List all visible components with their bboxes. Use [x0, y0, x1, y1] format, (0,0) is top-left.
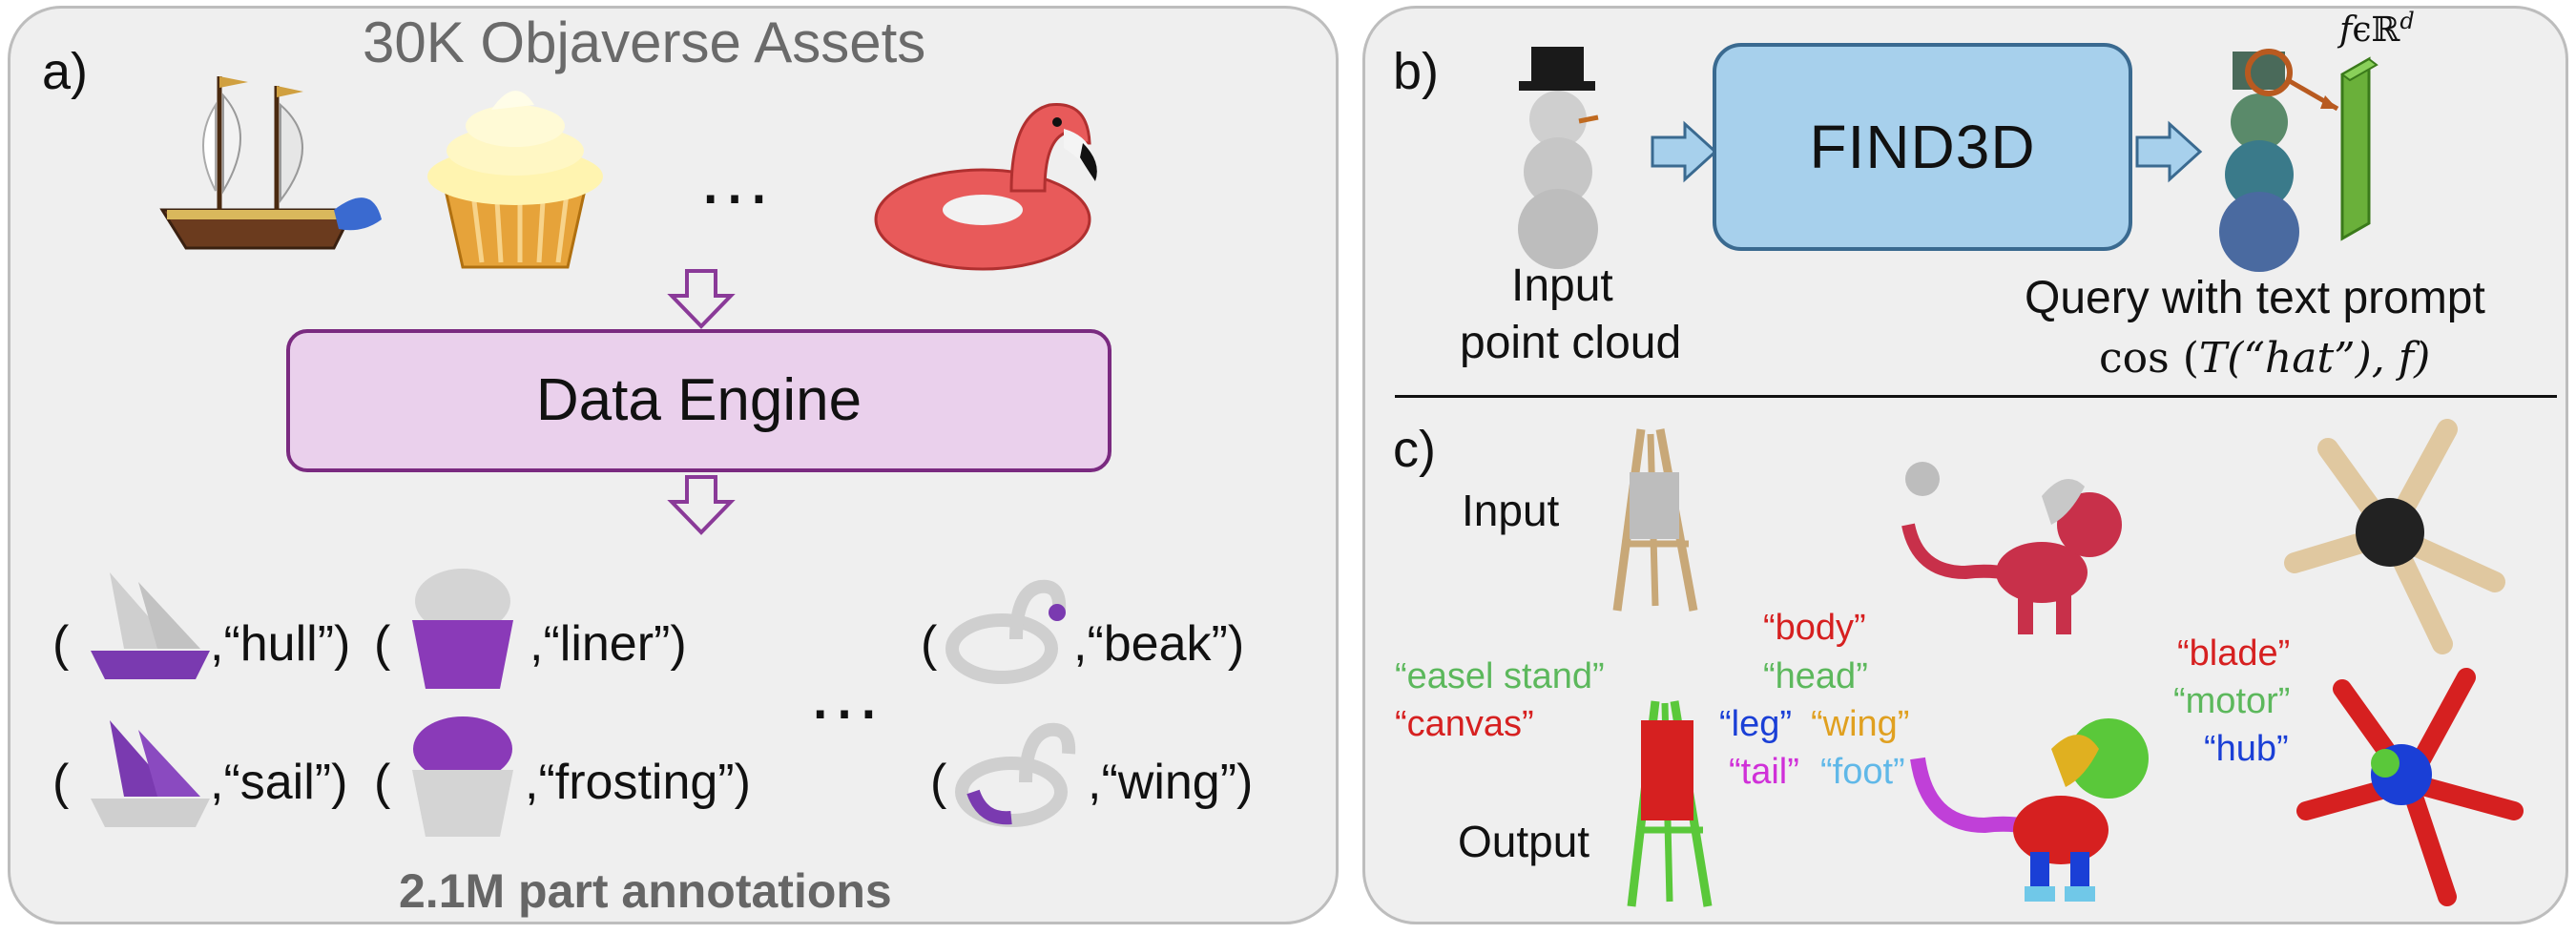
pair-text-wing: ,“wing”)	[1088, 755, 1254, 810]
arrow-down-to-engine	[667, 269, 736, 329]
creature-label-wing: “wing”	[1811, 704, 1910, 744]
panel-b-label: b)	[1393, 43, 1440, 100]
pair-text-sail: ,“sail”)	[210, 755, 348, 810]
row-label-output: Output	[1458, 817, 1590, 866]
part-annotations-footer: 2.1M part annotations	[399, 864, 892, 918]
query-caption: Query with text prompt	[2025, 273, 2485, 323]
feature-dim: d	[2399, 8, 2415, 34]
cupcake-pointcloud-frosting	[412, 716, 513, 837]
pair-text-liner: ,“liner”)	[530, 616, 687, 672]
pair-open-6: (	[930, 755, 947, 810]
formula-cos: cos	[2099, 334, 2170, 383]
pairs-ellipsis: …	[806, 650, 883, 735]
creature-label-head: “head”	[1763, 656, 1868, 696]
pair-text-beak: ,“beak”)	[1073, 616, 1245, 672]
pair-text-hull: ,“hull”)	[210, 616, 351, 672]
fan-label-blade: “blade”	[2177, 633, 2291, 674]
pair-text-frosting: ,“frosting”)	[525, 755, 751, 810]
feature-in-reals: ϵℝ	[2352, 10, 2400, 50]
fan-label-motor: “motor”	[2173, 681, 2291, 721]
flamingo-pointcloud-beak	[945, 579, 1067, 684]
pair-open-5: (	[374, 755, 391, 810]
arrow-from-find3d	[2135, 120, 2203, 183]
feature-vector-bar	[2340, 56, 2379, 241]
feature-f: f	[2339, 10, 2353, 50]
snowman-input-pointcloud	[1518, 47, 1599, 269]
input-caption-line-2: point cloud	[1460, 318, 1682, 368]
fan-label-hub: “hub”	[2204, 729, 2289, 769]
cupcake-pointcloud-liner	[412, 569, 513, 689]
formula-open: (	[2169, 334, 2199, 383]
input-caption-line-1: Input	[1511, 260, 1613, 311]
panel-c-label: c)	[1393, 421, 1436, 478]
panel-a-title: 30K Objaverse Assets	[363, 10, 926, 74]
formula-arg: (“hat”), f)	[2227, 334, 2431, 383]
feature-space-label: fϵℝd	[2339, 8, 2415, 50]
assets-ellipsis: …	[696, 135, 773, 219]
cupcake-illustration	[427, 91, 603, 269]
arrow-to-find3d	[1651, 120, 1718, 183]
creature-input-pointcloud	[1901, 462, 2122, 634]
easel-label-canvas: “canvas”	[1395, 704, 1534, 744]
formula-T: T	[2198, 334, 2228, 383]
easel-output-segmented	[1627, 700, 1713, 907]
find3d-box	[1713, 43, 2132, 251]
ship-illustration	[159, 76, 382, 250]
pair-open-2: (	[374, 616, 391, 672]
creature-label-foot: “foot”	[1820, 752, 1905, 792]
creature-label-body: “body”	[1763, 608, 1866, 648]
flamingo-float-illustration	[874, 103, 1097, 271]
data-engine-box	[286, 329, 1111, 472]
pair-open-4: (	[52, 755, 70, 810]
creature-label-tail: “tail”	[1729, 752, 1799, 792]
easel-input-pointcloud	[1612, 428, 1698, 612]
fan-output-segmented	[2296, 668, 2524, 906]
flamingo-pointcloud-wing	[955, 722, 1076, 827]
row-label-input: Input	[1462, 486, 1560, 535]
arrow-down-from-engine	[667, 475, 736, 535]
easel-label-stand: “easel stand”	[1395, 656, 1605, 696]
ship-pointcloud-hull	[91, 572, 210, 679]
fan-input-pointcloud	[2284, 419, 2505, 654]
panel-a-label: a)	[42, 43, 89, 100]
data-engine-label: Data Engine	[535, 367, 862, 433]
creature-label-leg: “leg”	[1719, 704, 1793, 744]
pair-open-1: (	[52, 616, 70, 672]
creature-output-segmented	[1910, 718, 2149, 902]
find3d-label: FIND3D	[1809, 113, 2036, 181]
snowman-feature-pointcloud	[2219, 49, 2339, 272]
ship-pointcloud-sail	[91, 720, 210, 827]
similarity-formula: cos (T(“hat”), f)	[2099, 334, 2430, 383]
panel-divider	[1395, 395, 2557, 398]
pair-open-3: (	[921, 616, 938, 672]
